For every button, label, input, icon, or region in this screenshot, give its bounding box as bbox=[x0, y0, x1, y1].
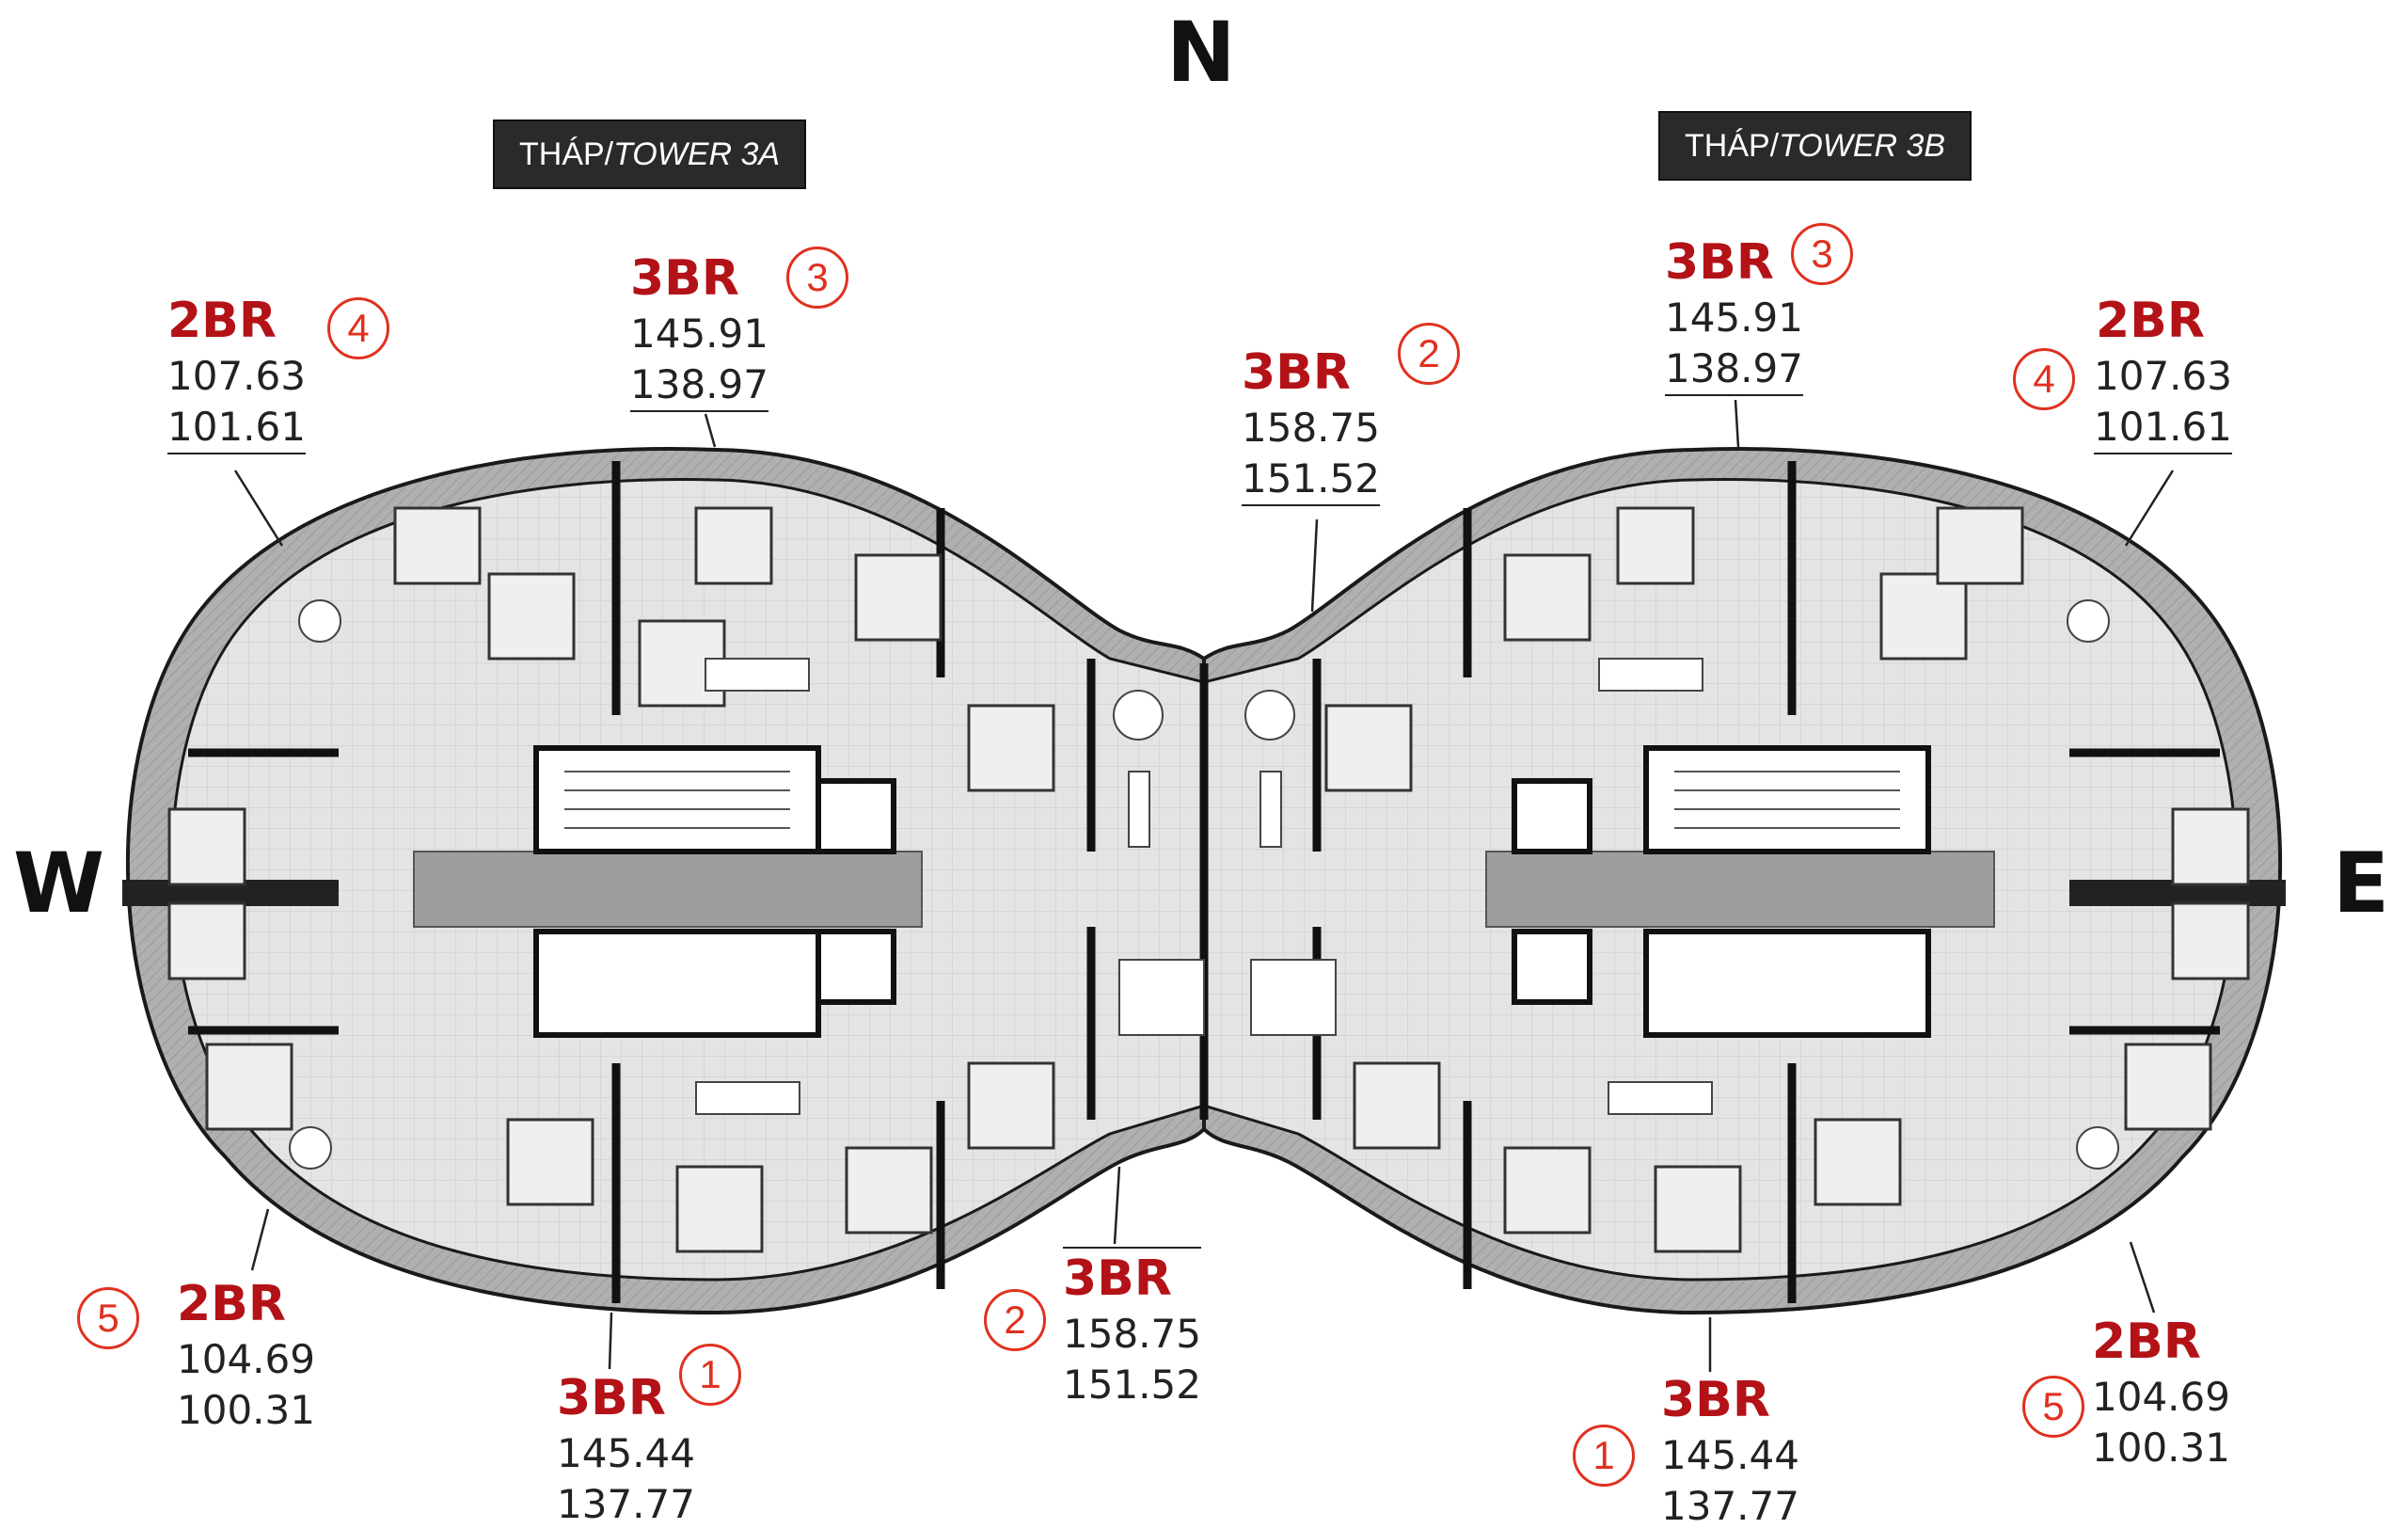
unit-gross-area: 145.91 bbox=[1665, 295, 1803, 341]
unit-number-badge: 1 bbox=[679, 1344, 741, 1406]
unit-type: 3BR bbox=[1063, 1247, 1201, 1303]
stair-3a bbox=[533, 745, 821, 854]
unit-3a-5: 2BR 104.69 100.31 bbox=[177, 1280, 315, 1430]
unit-gross-area: 107.63 bbox=[2094, 353, 2232, 399]
unit-number-badge: 4 bbox=[2013, 348, 2075, 410]
unit-type: 2BR bbox=[2096, 293, 2205, 349]
unit-number-badge: 3 bbox=[786, 247, 848, 309]
unit-net-area: 100.31 bbox=[2092, 1425, 2230, 1471]
unit-number-badge: 2 bbox=[984, 1289, 1046, 1351]
unit-center-north-2: 3BR 158.75 151.52 bbox=[1242, 348, 1380, 506]
unit-type: 2BR bbox=[2092, 1314, 2201, 1370]
compass-north: N bbox=[1166, 4, 1236, 101]
unit-gross-area: 107.63 bbox=[167, 353, 306, 399]
tower-3b-prefix: THÁP/ bbox=[1685, 128, 1780, 164]
lift-3b bbox=[1643, 929, 1931, 1038]
tower-3b-name: TOWER 3B bbox=[1779, 128, 1946, 164]
stair-3b bbox=[1643, 745, 1931, 854]
corridors bbox=[122, 851, 2286, 928]
unit-type: 3BR bbox=[630, 250, 739, 307]
unit-number-badge: 5 bbox=[77, 1287, 139, 1349]
unit-type: 3BR bbox=[1665, 234, 1774, 291]
compass-west: W bbox=[13, 835, 105, 932]
unit-gross-area: 145.44 bbox=[557, 1430, 695, 1476]
tower-3b-label: THÁP/TOWER 3B bbox=[1658, 111, 1972, 181]
unit-number-badge: 1 bbox=[1573, 1425, 1635, 1487]
cores bbox=[533, 745, 1931, 1038]
furniture bbox=[289, 599, 2119, 1170]
unit-number-badge: 5 bbox=[2022, 1376, 2084, 1438]
unit-gross-area: 158.75 bbox=[1242, 405, 1380, 451]
tower-3a-label: THÁP/TOWER 3A bbox=[493, 119, 807, 189]
unit-3b-3: 3BR 145.91 138.97 bbox=[1665, 238, 1803, 396]
stair-treads bbox=[564, 771, 1900, 829]
unit-net-area: 101.61 bbox=[167, 407, 306, 454]
corridor-3a bbox=[413, 851, 923, 928]
unit-gross-area: 145.44 bbox=[1661, 1432, 1799, 1478]
shaft-3b-n bbox=[1512, 778, 1592, 854]
unit-gross-area: 104.69 bbox=[177, 1336, 315, 1382]
unit-type: 2BR bbox=[177, 1276, 286, 1332]
unit-3b-4: 2BR 107.63 101.61 bbox=[2094, 296, 2232, 454]
unit-number-badge: 4 bbox=[327, 297, 389, 359]
unit-number-badge: 2 bbox=[1398, 323, 1460, 385]
unit-number-badge: 3 bbox=[1791, 223, 1853, 285]
unit-net-area: 101.61 bbox=[2094, 407, 2232, 454]
unit-type: 3BR bbox=[1661, 1372, 1770, 1428]
tower-3a-name: TOWER 3A bbox=[613, 136, 781, 172]
unit-gross-area: 158.75 bbox=[1063, 1311, 1201, 1357]
unit-net-area: 138.97 bbox=[630, 365, 768, 412]
unit-net-area: 138.97 bbox=[1665, 349, 1803, 396]
unit-3a-1: 3BR 145.44 137.77 bbox=[557, 1374, 695, 1524]
unit-type: 2BR bbox=[167, 293, 277, 349]
unit-net-area: 151.52 bbox=[1242, 459, 1380, 506]
unit-3a-3: 3BR 145.91 138.97 bbox=[630, 254, 768, 412]
unit-net-area: 100.31 bbox=[177, 1387, 315, 1433]
unit-3b-5: 2BR 104.69 100.31 bbox=[2092, 1317, 2230, 1468]
shaft-3b-s bbox=[1512, 929, 1592, 1005]
unit-net-area: 151.52 bbox=[1063, 1362, 1201, 1408]
shaft-3a-s bbox=[816, 929, 896, 1005]
unit-3b-1: 3BR 145.44 137.77 bbox=[1661, 1376, 1799, 1526]
unit-net-area: 137.77 bbox=[1661, 1483, 1799, 1529]
corridor-3b bbox=[1485, 851, 1995, 928]
unit-type: 3BR bbox=[1242, 344, 1351, 401]
lift-3a bbox=[533, 929, 821, 1038]
unit-gross-area: 145.91 bbox=[630, 311, 768, 357]
compass-east: E bbox=[2333, 835, 2390, 932]
tower-3a-prefix: THÁP/ bbox=[519, 136, 614, 172]
unit-3a-4: 2BR 107.63 101.61 bbox=[167, 296, 306, 454]
unit-net-area: 137.77 bbox=[557, 1481, 695, 1527]
unit-gross-area: 104.69 bbox=[2092, 1374, 2230, 1420]
unit-type: 3BR bbox=[557, 1370, 666, 1426]
shaft-3a-n bbox=[816, 778, 896, 854]
interior-rooms bbox=[167, 506, 2250, 1253]
unit-center-south-2: 3BR 158.75 151.52 bbox=[1063, 1247, 1201, 1405]
